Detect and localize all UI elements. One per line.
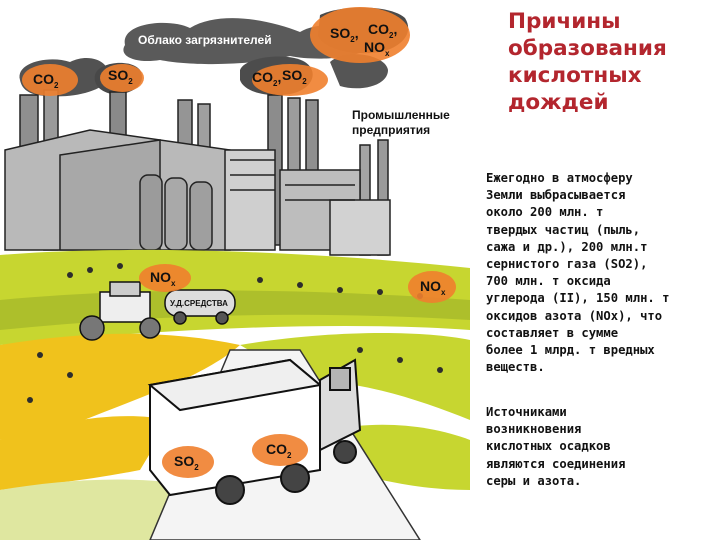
nox-label: NOx bbox=[420, 278, 446, 297]
text-line: сернистого газа (SO2), bbox=[486, 257, 648, 272]
so2-label: SO2 bbox=[174, 453, 199, 472]
tanker-truck: У.Д.СРЕДСТВА bbox=[164, 289, 236, 325]
emissions-paragraph: Ежегодно в атмосферу Земли выбрасывается… bbox=[486, 170, 716, 376]
text-line: кислотных осадков bbox=[486, 439, 611, 454]
pollutant-cloud-label: Облако загрязнителей bbox=[138, 33, 272, 47]
text-line: более 1 млрд. т вредных bbox=[486, 343, 655, 358]
co2-label: CO2, bbox=[252, 69, 281, 88]
text-line: составляет в сумме bbox=[486, 325, 619, 340]
text-line: являются соединения bbox=[486, 456, 626, 471]
so2-label: SO2 bbox=[282, 67, 307, 86]
title-line: образования bbox=[508, 36, 667, 61]
slide-title: Причины образования кислотных дождей bbox=[508, 8, 713, 116]
acid-rain-illustration: У.Д.СРЕДСТВА CO2 SO2 CO2, bbox=[0, 7, 470, 540]
title-line: Причины bbox=[508, 9, 621, 34]
industrial-plants-label: предприятия bbox=[352, 123, 430, 137]
text-line: около 200 млн. т bbox=[486, 205, 604, 220]
text-line: Земли выбрасывается bbox=[486, 188, 626, 203]
nox-label: NOx bbox=[150, 269, 176, 288]
text-line: серы и азота. bbox=[486, 473, 582, 488]
text-line: твердых частиц (пыль, bbox=[486, 222, 641, 237]
title-line: кислотных bbox=[508, 63, 642, 88]
text-line: Источниками bbox=[486, 405, 567, 419]
title-line: дождей bbox=[508, 90, 609, 115]
nox-label: NOx bbox=[364, 39, 390, 58]
tractor bbox=[79, 281, 161, 341]
factory-buildings bbox=[4, 89, 391, 256]
so2-label: SO2, bbox=[330, 25, 359, 44]
text-line: возникновения bbox=[486, 422, 582, 437]
tanker-sign: У.Д.СРЕДСТВА bbox=[170, 299, 228, 308]
sources-paragraph: Источниками возникновения кислотных осад… bbox=[486, 404, 716, 490]
co2-label: CO2 bbox=[266, 441, 292, 460]
text-line: 700 млн. т оксида bbox=[486, 274, 611, 289]
text-line: веществ. bbox=[486, 360, 545, 375]
co2-label: CO2 bbox=[33, 71, 59, 90]
co2-label: CO2, bbox=[368, 21, 397, 40]
text-line: Ежегодно в атмосферу bbox=[486, 171, 633, 185]
text-line: сажа и др.), 200 млн.т bbox=[486, 239, 648, 254]
text-line: оксидов азота (NOx), что bbox=[486, 308, 663, 323]
text-line: углерода (II), 150 млн. т bbox=[486, 291, 670, 306]
so2-label: SO2 bbox=[108, 67, 133, 86]
industrial-plants-label: Промышленные bbox=[352, 108, 450, 122]
chemical-blobs bbox=[22, 7, 456, 478]
chemical-labels: CO2 SO2 CO2, SO2 SO2, CO2, NOx NOx NOx C… bbox=[33, 21, 446, 472]
